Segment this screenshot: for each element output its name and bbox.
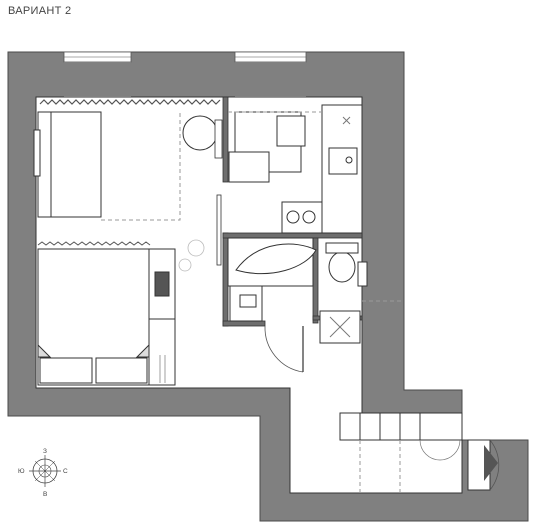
balcony-door (467, 439, 500, 491)
compass-w: Ю (18, 468, 25, 475)
washing-machine (319, 310, 361, 344)
sofa-unfold-zone (101, 112, 181, 221)
dining-table (228, 111, 306, 183)
kitchen (281, 104, 363, 234)
compass-s: В (43, 491, 47, 498)
round-table (182, 115, 218, 151)
compass-e: С (63, 468, 68, 475)
curtain-bed (37, 241, 151, 246)
sofa (33, 111, 102, 218)
desk (148, 248, 176, 386)
window-right (234, 51, 307, 97)
plant-decor (187, 239, 205, 257)
bathroom (227, 237, 368, 322)
compass-n: З (43, 448, 47, 455)
entrance-door-swing (264, 325, 304, 373)
sliding-door (216, 194, 222, 266)
compass-rose: З В Ю С (18, 448, 68, 498)
tv-unit (214, 119, 223, 159)
double-bed (37, 248, 150, 386)
plan-title: ВАРИАНТ 2 (8, 5, 72, 17)
window-left (63, 51, 132, 97)
hall-wardrobe (339, 412, 463, 461)
curtain (39, 99, 221, 105)
